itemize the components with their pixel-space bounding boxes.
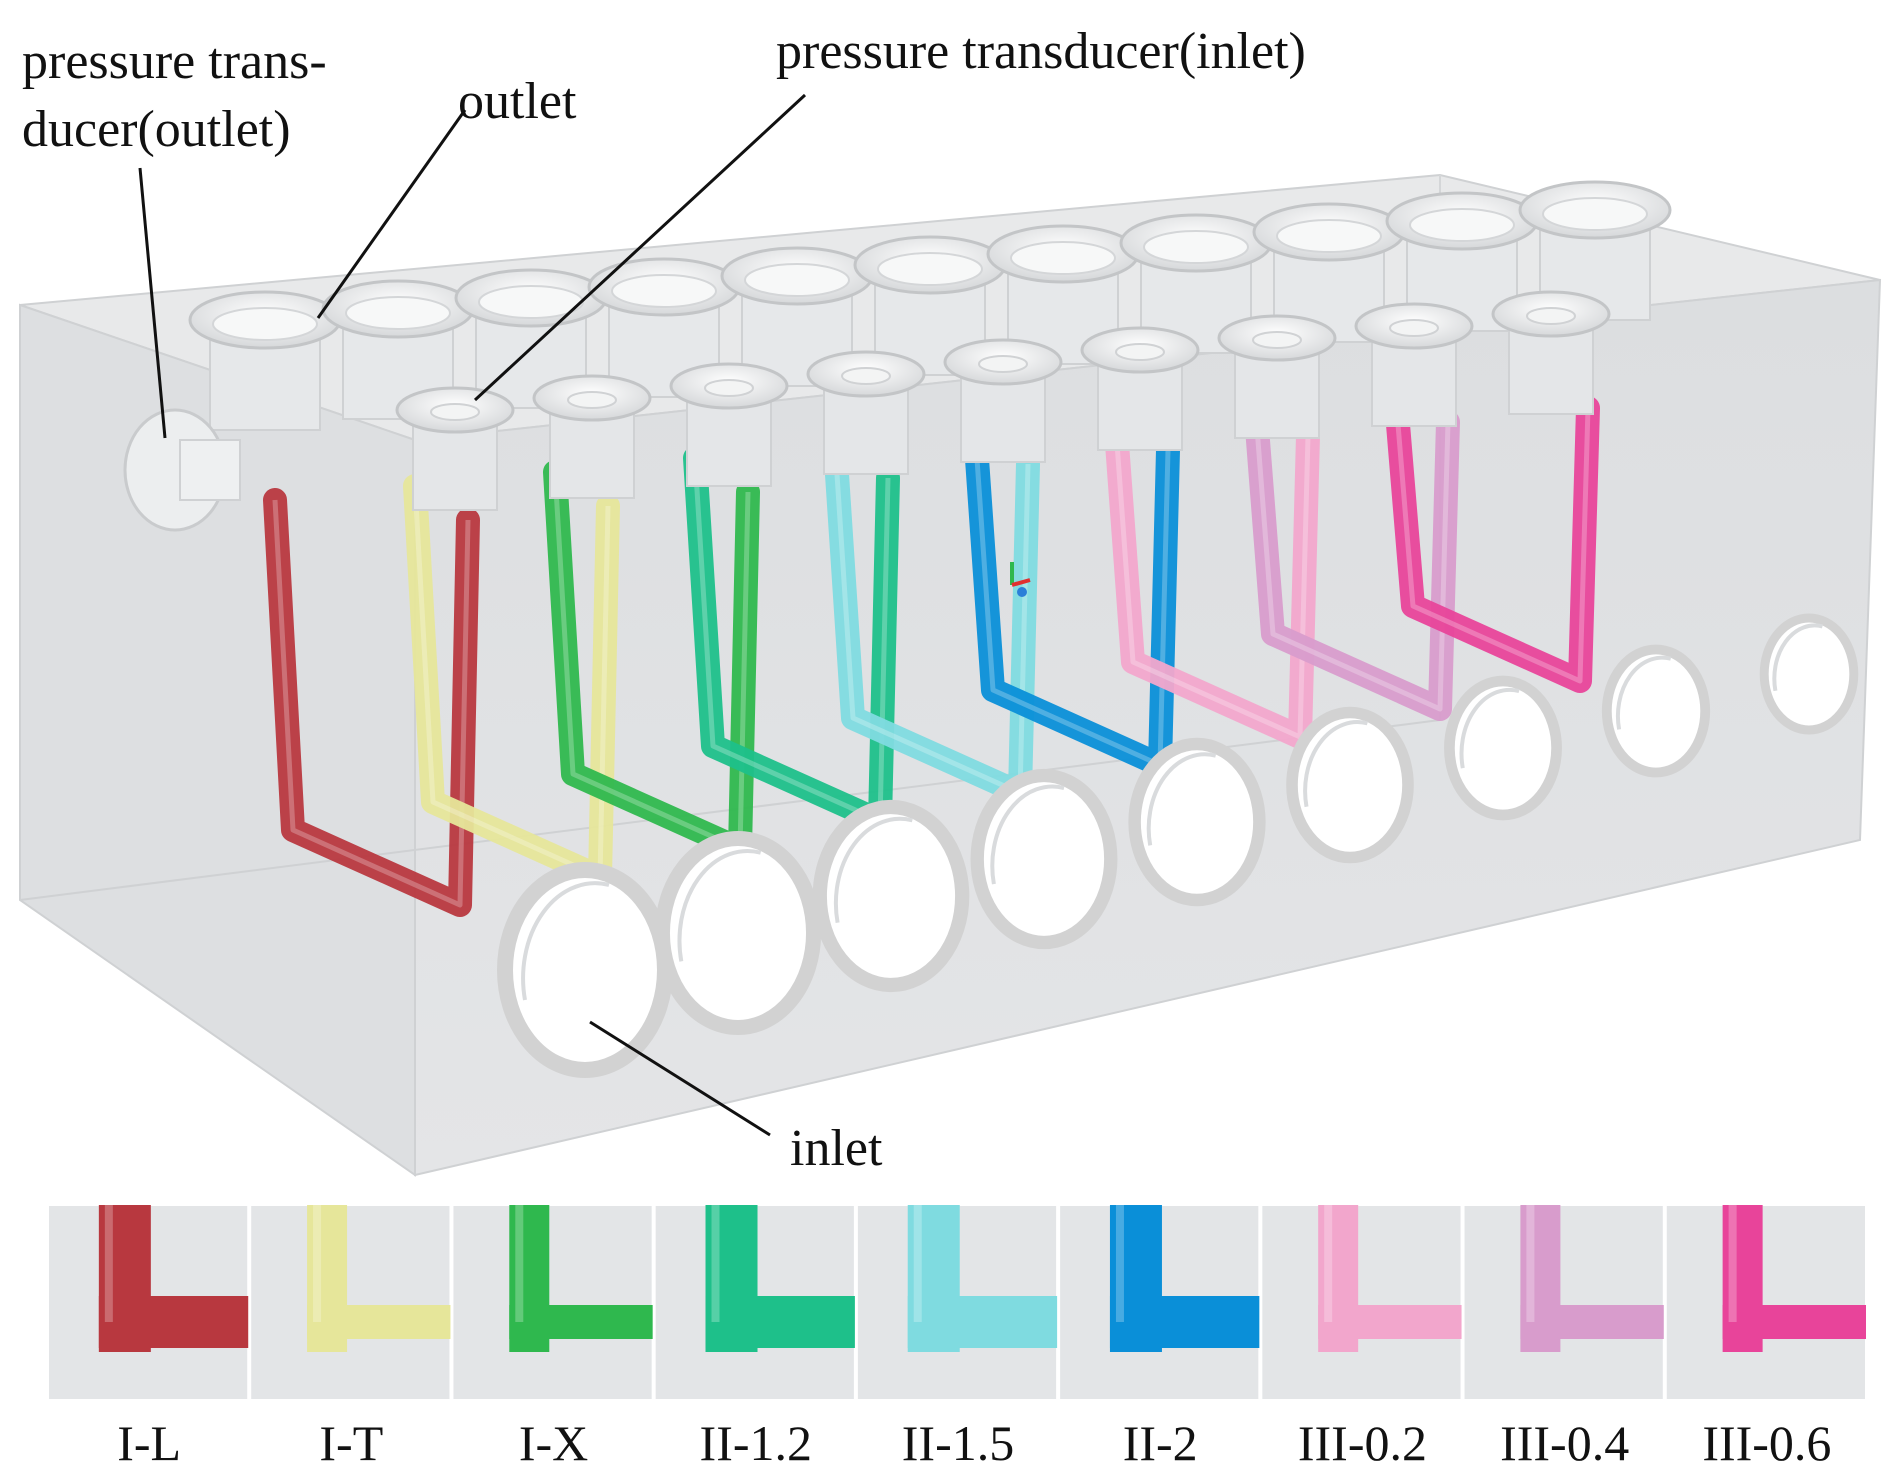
label-transducer-outlet-line1: pressure trans-: [22, 33, 327, 90]
label-inlet: inlet: [790, 1120, 883, 1177]
legend-horizontal-arm: [705, 1296, 855, 1348]
inlet-transducer-cup: [1080, 326, 1200, 451]
legend-panel: [1260, 1204, 1463, 1401]
tube-iii-0.2: [1103, 404, 1320, 749]
outlet-cup: [853, 235, 1007, 376]
legend-item-i-t: I-T: [249, 1204, 452, 1471]
inlet-ring: [1286, 706, 1414, 864]
leader-transducer-inlet: [473, 93, 807, 402]
legend-panel: [1462, 1204, 1665, 1401]
label-outlet: outlet: [458, 73, 577, 130]
legend-label: I-X: [519, 1415, 588, 1471]
inlet-transducer-cup: [395, 386, 515, 511]
inlet-transducer-cup: [1354, 302, 1474, 427]
label-transducer-inlet: pressure transducer(inlet): [776, 23, 1306, 80]
legend-panel: [249, 1204, 452, 1401]
outlet-cup: [188, 290, 342, 431]
legend-label: I-L: [117, 1415, 181, 1471]
legend-label: II-1.5: [902, 1415, 1014, 1471]
inlet-ring: [1759, 613, 1859, 735]
legend-label: II-2: [1123, 1415, 1198, 1471]
inlet-ring: [654, 830, 822, 1036]
outlet-cup: [1518, 180, 1672, 321]
inlet-transducer-cup: [806, 350, 926, 475]
legend-horizontal-arm: [907, 1296, 1058, 1348]
inlet-ring: [1128, 737, 1266, 907]
leader-outlet: [316, 109, 467, 319]
legend-horizontal-arm: [1722, 1305, 1866, 1339]
legend-item-ii-1.2: II-1.2: [653, 1204, 856, 1471]
legend-horizontal-arm: [1318, 1305, 1462, 1339]
inlet-transducer-cup: [669, 362, 789, 487]
outlet-cup: [321, 279, 475, 420]
legend-label: II-1.2: [700, 1415, 812, 1471]
legend-horizontal-arm: [98, 1296, 249, 1348]
tube-iii-0.4: [1243, 390, 1460, 721]
outlet-transducer-port: [123, 408, 241, 532]
outlet-cup: [587, 257, 741, 398]
tube-iii-0.6: [1383, 376, 1600, 693]
legend-horizontal-arm: [1109, 1296, 1260, 1348]
outlet-cup: [720, 246, 874, 387]
configuration-legend: I-L I-T I-X II-1.2 II-1.5 II-2 III-0.2 III-0.4 I…: [47, 1204, 1868, 1471]
legend-item-i-x: I-X: [451, 1204, 654, 1471]
legend-label: III-0.6: [1702, 1415, 1831, 1471]
leader-inlet: [589, 1020, 771, 1137]
inlet-transducer-cup: [532, 374, 652, 499]
legend-item-iii-0.4: III-0.4: [1462, 1204, 1665, 1471]
tube-i-x: [543, 460, 760, 861]
inlet-ring: [812, 799, 970, 993]
legend-panel: [451, 1204, 654, 1401]
legend-label: III-0.2: [1298, 1415, 1427, 1471]
legend-label: III-0.4: [1500, 1415, 1629, 1471]
outlet-cups-back-row: [188, 180, 1672, 431]
legend-horizontal-arm: [509, 1305, 653, 1339]
inlet-ring: [1444, 675, 1562, 821]
inlet-ring: [1601, 644, 1711, 778]
inlet-transducer-cup: [943, 338, 1063, 463]
inlet-rings: [497, 613, 1859, 1078]
legend-item-i-l: I-L: [47, 1204, 250, 1471]
inlet-cups-front-row: [395, 290, 1611, 511]
axis-triad-icon: [1010, 562, 1031, 597]
inlet-ring: [970, 768, 1118, 950]
legend-label: I-T: [319, 1415, 383, 1471]
inlet-transducer-cup: [1217, 314, 1337, 439]
leader-transducer-outlet: [138, 167, 167, 439]
label-transducer-outlet-line2: ducer(outlet): [22, 101, 291, 158]
legend-horizontal-arm: [307, 1305, 451, 1339]
inlet-transducer-cup: [1491, 290, 1611, 415]
legend-item-iii-0.6: III-0.6: [1664, 1204, 1868, 1471]
tube-i-l: [263, 488, 480, 917]
tube-ii-1.2: [683, 446, 900, 833]
legend-panel: [1664, 1204, 1868, 1401]
junction-tubes: [263, 376, 1600, 917]
legend-item-iii-0.2: III-0.2: [1260, 1204, 1463, 1471]
tube-ii-1.5: [823, 432, 1040, 805]
tube-i-t: [403, 474, 620, 889]
leader-lines: [138, 93, 807, 1137]
legend-item-ii-2: II-2: [1058, 1204, 1261, 1471]
legend-horizontal-arm: [1520, 1305, 1664, 1339]
inlet-ring: [497, 862, 673, 1078]
legend-item-ii-1.5: II-1.5: [855, 1204, 1059, 1471]
tube-ii-2: [963, 418, 1180, 777]
